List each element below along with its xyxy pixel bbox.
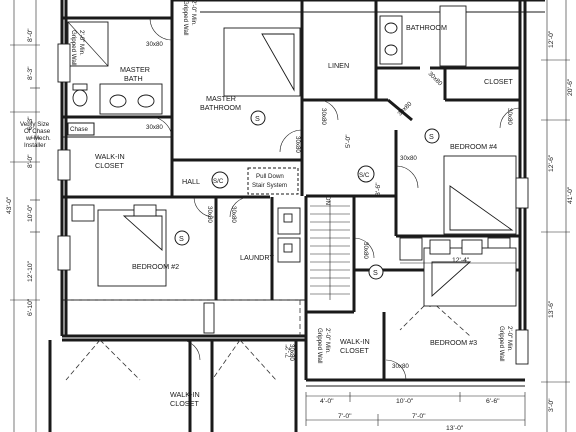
room-bedroom3: BEDROOM #3 [430,338,477,347]
room-hall: HALL [182,177,200,186]
dim-bottom2-1: 7'-0" [412,413,426,420]
left-dimension-strings: 8'-0" 8'-3" 6'-3" 8'-0" 43'-0" 10'-0" 12… [6,0,40,432]
chase-note-l4: Installer [24,142,46,149]
door-label: 30x80 [146,124,163,131]
dim-right-0: 12'-0" [548,30,555,48]
smoke-detector-icon [368,264,384,280]
door-label: 30x80 [320,108,327,125]
room-walkin-left-l2: CLOSET [95,161,124,170]
dim-right-1: 20'-6" [567,78,574,96]
wall-note-3a: Gripped Wall [316,328,323,364]
dim-bottom1-0: 4'-0" [320,398,334,405]
pull-down-l1: Pull Down [256,173,284,180]
door-label: 30x80 [362,242,369,259]
fixtures [57,5,529,365]
door-label: 30x80 [400,155,417,162]
pull-down-l2: Stair System [252,182,287,189]
dim-bottom2-2: 13'-0" [446,425,464,432]
right-dimension-strings: 12'-0" 20'-6" 12'-6" 41'-0" 13'-6" 3'-0" [541,0,574,432]
dim-left-0: 8'-0" [27,28,34,42]
room-bedroom2: BEDROOM #2 [132,262,179,271]
dim-interior-3: 12'-4" [452,257,470,264]
smoke-label: S [373,268,378,277]
smoke-detector-icon [424,128,440,144]
door-label: 30x80 [206,206,213,223]
room-master-bath-l2: BATH [124,74,143,83]
smoke-co-label: S/C [359,172,370,179]
room-closet: CLOSET [484,77,513,86]
bottom-dimension-strings: 4'-0" 10'-0" 6'-6" 7'-0" 7'-0" 13'-0" [305,392,526,432]
roof-overhang-lines [65,270,471,381]
wall-note-1a: Gripped Wall [70,30,77,66]
chase-note-l1: Verify Size [20,121,50,128]
room-walkin-bottom-l2: CLOSET [170,399,199,408]
room-linen: LINEN [328,61,349,70]
smoke-co-detector-icon [357,165,375,183]
dim-left-7: 6'-10" [27,298,34,316]
room-bedroom4: BEDROOM #4 [450,142,497,151]
dim-right-5: 3'-0" [548,398,555,412]
dim-bottom1-2: 6'-6" [486,398,500,405]
smoke-detector-icon [250,110,266,126]
dim-interior-1: 8'-6" [375,182,382,196]
dim-left-5: 10'-0" [27,204,34,222]
door-label: 30x80 [146,41,163,48]
room-labels: MASTER BATH MASTER BATHROOM LINEN BATHRO… [20,0,513,408]
room-walkin-center-l2: CLOSET [340,346,369,355]
chase-label: Chase [70,126,88,133]
smoke-label: S [255,114,260,123]
dim-left-2: 6'-3" [27,116,34,130]
dim-left-4: 43'-0" [6,196,13,214]
smoke-detectors: S S S S S/C S/C [174,110,440,280]
room-walkin-left-l1: WALK-IN [95,152,125,161]
dim-right-4: 13'-6" [548,300,555,318]
smoke-co-label: S/C [213,178,224,185]
chase-note-l3: w/ Mech. [25,135,51,142]
interior-dimensions: 5'-0" 8'-6" 7'-2" 12'-4" [285,134,516,358]
door-label: 30x80 [427,70,444,87]
door-label: 30x80 [230,206,237,223]
wall-note-2a: Gripped Wall [182,0,189,36]
room-laundry: LAUNDRY [240,253,274,262]
dim-right-2: 12'-6" [548,154,555,172]
door-label: 30x80 [288,344,295,361]
wall-note-3b: 2'-0" Min. [324,328,331,354]
stair-dn-label: DN [324,196,331,205]
dim-left-1: 8'-3" [27,66,34,80]
door-label: 30x80 [294,136,301,153]
wall-note-4a: Gripped Wall [498,326,505,362]
room-bathroom: BATHROOM [406,23,447,32]
dim-interior-2: 7'-2" [285,344,292,358]
wall-note-4b: 2'-0" Min. [506,326,513,352]
room-walkin-center-l1: WALK-IN [340,337,370,346]
room-master-bathroom-l2: BATHROOM [200,103,241,112]
chase-note-l2: Of Chase [24,128,51,135]
dim-bottom1-1: 10'-0" [396,398,414,405]
stair-treads [310,200,350,300]
wall-note-1b: 2'-0" Min. [78,30,85,56]
dim-left-3: 8'-0" [27,154,34,168]
smoke-detector-icon [174,230,190,246]
dim-right-3: 41'-0" [567,186,574,204]
door-label: 30x80 [506,108,513,125]
smoke-label: S [179,234,184,243]
room-master-bathroom-l1: MASTER [206,94,236,103]
dim-interior-0: 5'-0" [345,134,352,148]
room-walkin-bottom-l1: WALK-IN [170,390,200,399]
dim-bottom2-0: 7'-0" [338,413,352,420]
room-master-bath-l1: MASTER [120,65,150,74]
smoke-co-detector-icon [211,171,229,189]
smoke-label: S [429,132,434,141]
dim-left-6: 12'-10" [27,260,34,282]
wall-note-2b: 2'-0" Min. [190,0,197,26]
